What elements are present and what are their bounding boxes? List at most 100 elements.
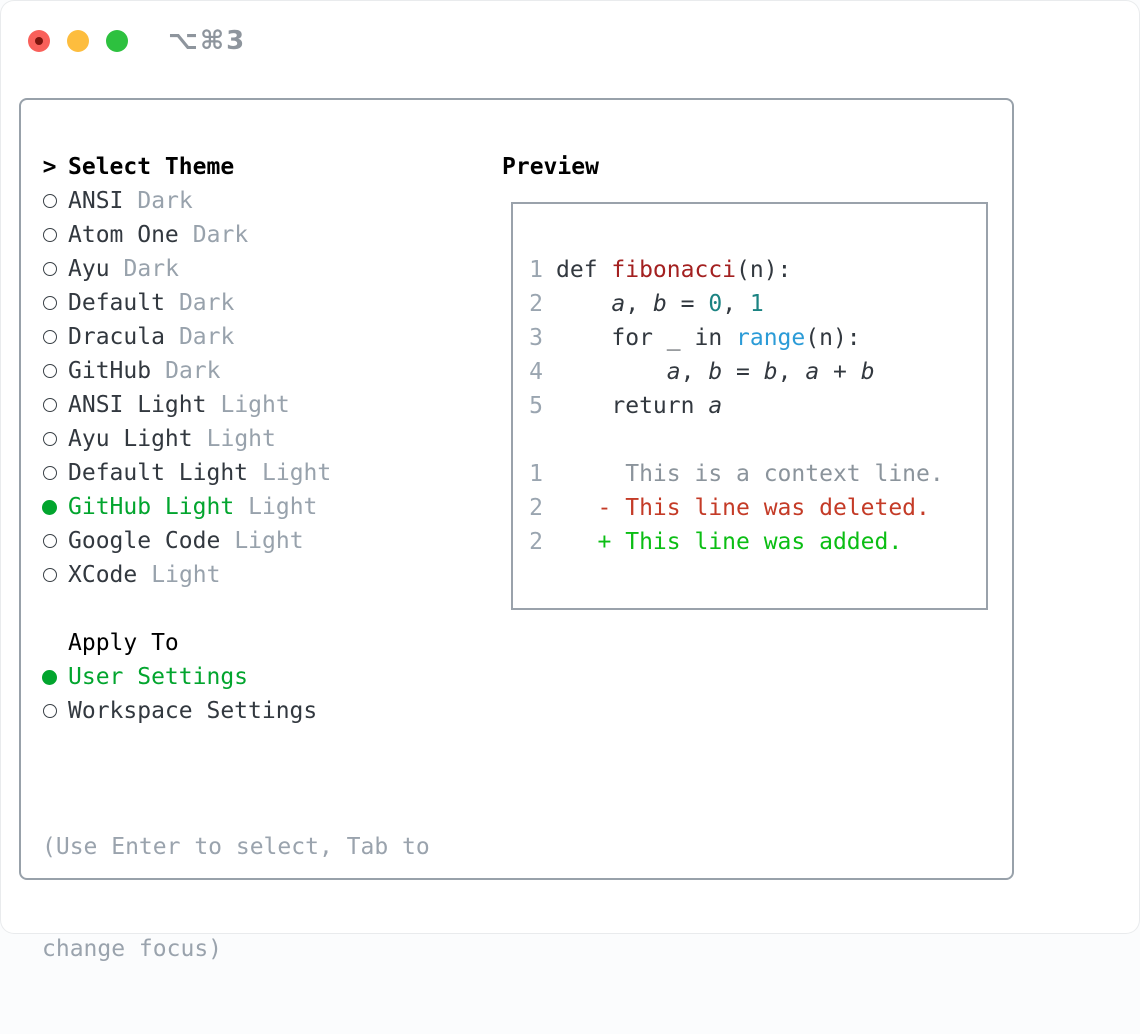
- radio-icon: [42, 398, 57, 412]
- window-shortcut-label: ⌥⌘3: [168, 26, 247, 56]
- blank-line: [529, 423, 986, 457]
- code-line: 2 a, b = 0, 1: [529, 287, 986, 321]
- radio-slot: [42, 296, 57, 310]
- select-theme-title: Select Theme: [68, 154, 235, 180]
- deleted-line: 2 - This line was deleted.: [529, 491, 986, 525]
- radio-icon: [42, 194, 57, 208]
- token: ,: [722, 291, 750, 317]
- line-number: 5: [529, 393, 543, 419]
- token: b: [708, 359, 723, 385]
- token: b: [652, 291, 667, 317]
- token: (n):: [805, 325, 861, 351]
- theme-name: ANSI Light: [68, 392, 207, 418]
- radio-icon: [42, 432, 57, 446]
- minimize-button[interactable]: [67, 30, 89, 52]
- theme-variant-tag: Light: [234, 528, 304, 554]
- context-line: 1 This is a context line.: [529, 457, 986, 491]
- window-titlebar: ⌥⌘3: [28, 26, 246, 56]
- theme-name: Atom One: [68, 222, 179, 248]
- token: 0: [708, 291, 723, 317]
- token: (n):: [736, 257, 792, 283]
- line-number: 2: [529, 529, 543, 555]
- apply-option-user-settings[interactable]: User Settings: [42, 660, 430, 694]
- radio-icon: [42, 704, 57, 718]
- radio-slot: [42, 194, 57, 208]
- line-number: 1: [529, 461, 543, 487]
- radio-slot: [42, 398, 57, 412]
- radio-icon: [42, 364, 57, 378]
- hint-line-1: (Use Enter to select, Tab to: [42, 834, 430, 860]
- theme-variant-tag: Dark: [123, 256, 179, 282]
- radio-selected-icon: [42, 669, 57, 685]
- token: fibonacci: [611, 257, 737, 283]
- code-line: 5 return a: [529, 389, 986, 423]
- radio-slot: [42, 466, 57, 480]
- radio-icon: [42, 228, 57, 242]
- radio-icon: [42, 466, 57, 480]
- line-number: 4: [529, 359, 543, 385]
- radio-slot: [42, 228, 57, 242]
- radio-slot: [42, 704, 57, 718]
- token: +: [819, 359, 861, 385]
- line-number: 3: [529, 325, 543, 351]
- theme-name: ANSI: [68, 188, 124, 214]
- apply-to-header: Apply To: [42, 626, 430, 660]
- radio-slot: [42, 568, 57, 582]
- theme-option-google-code[interactable]: Google Code Light: [42, 524, 430, 558]
- theme-option-ansi-light[interactable]: ANSI Light Light: [42, 388, 430, 422]
- radio-icon: [42, 330, 57, 344]
- token: a: [611, 291, 626, 317]
- theme-name: GitHub Light: [68, 494, 235, 520]
- apply-option-workspace-settings[interactable]: Workspace Settings: [42, 694, 430, 728]
- theme-option-default-light[interactable]: Default Light Light: [42, 456, 430, 490]
- apply-option-label: User Settings: [68, 664, 249, 690]
- theme-variant-tag: Dark: [137, 188, 193, 214]
- radio-slot: [42, 534, 57, 548]
- section-gap: [42, 728, 430, 762]
- theme-option-github-light[interactable]: GitHub Light Light: [42, 490, 430, 524]
- theme-variant-tag: Light: [220, 392, 290, 418]
- token: def: [556, 257, 612, 283]
- theme-option-ansi[interactable]: ANSI Dark: [42, 184, 430, 218]
- theme-name: XCode: [68, 562, 138, 588]
- select-theme-header: > Select Theme: [42, 150, 430, 184]
- radio-icon: [42, 534, 57, 548]
- radio-icon: [42, 262, 57, 276]
- theme-variant-tag: Light: [248, 494, 318, 520]
- token: =: [722, 359, 764, 385]
- token: a: [666, 359, 681, 385]
- theme-name: Google Code: [68, 528, 221, 554]
- theme-variant-tag: Light: [262, 460, 332, 486]
- close-button[interactable]: [28, 30, 50, 52]
- radio-slot: [42, 262, 57, 276]
- section-gap: [42, 592, 430, 626]
- radio-selected-icon: [42, 499, 57, 515]
- apply-to-title: Apply To: [68, 630, 179, 656]
- code-line: 4 a, b = b, a + b: [529, 355, 986, 389]
- radio-icon: [42, 568, 57, 582]
- token: return: [556, 393, 709, 419]
- apply-option-label: Workspace Settings: [68, 698, 318, 724]
- token: =: [666, 291, 709, 317]
- theme-variant-tag: Dark: [165, 358, 221, 384]
- token: 1: [749, 291, 764, 317]
- preview-title: Preview: [502, 154, 599, 180]
- zoom-button[interactable]: [106, 30, 128, 52]
- line-number: 2: [529, 291, 543, 317]
- theme-variant-tag: Dark: [178, 324, 235, 350]
- theme-name: Default Light: [68, 460, 249, 486]
